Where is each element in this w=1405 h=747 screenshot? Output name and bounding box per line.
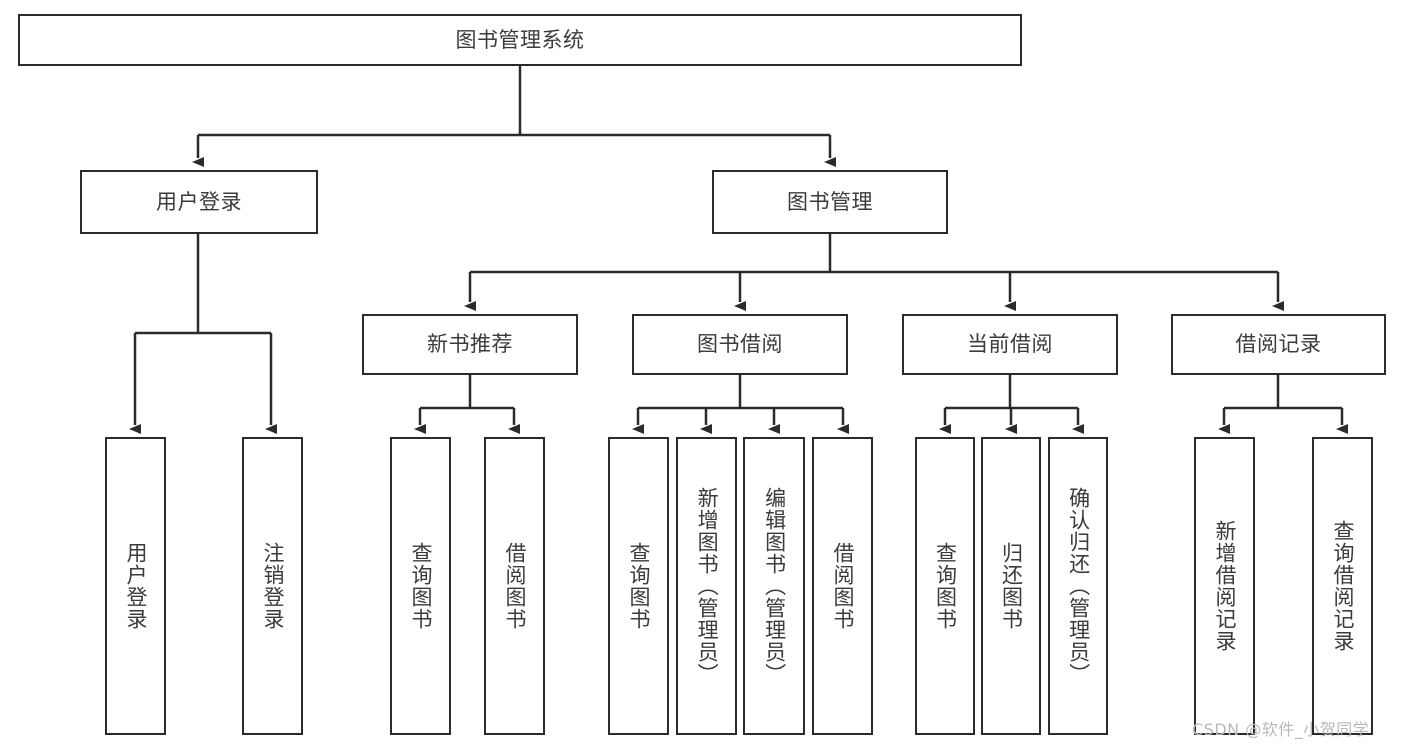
leaf-current-confirm-return-label: 确认归还（管理员） xyxy=(1066,487,1091,685)
leaf-record-query[interactable]: 查询借阅记录 xyxy=(1312,437,1373,735)
leaf-user-logout-label: 注销登录 xyxy=(260,542,285,630)
node-book-borrow[interactable]: 图书借阅 xyxy=(632,314,848,375)
leaf-current-confirm-return[interactable]: 确认归还（管理员） xyxy=(1048,437,1108,735)
leaf-borrow-edit-book-label: 编辑图书（管理员） xyxy=(762,487,787,685)
leaf-borrow-borrow-book[interactable]: 借阅图书 xyxy=(812,437,873,735)
leaf-record-add-label: 新增借阅记录 xyxy=(1212,520,1237,652)
leaf-user-login[interactable]: 用户登录 xyxy=(105,437,166,735)
leaf-borrow-edit-book[interactable]: 编辑图书（管理员） xyxy=(743,437,805,735)
leaf-borrow-add-book-label: 新增图书（管理员） xyxy=(695,487,720,685)
node-user-login[interactable]: 用户登录 xyxy=(80,170,318,234)
leaf-borrow-query-book-label: 查询图书 xyxy=(626,542,651,630)
node-book-management[interactable]: 图书管理 xyxy=(712,170,948,234)
leaf-recommend-borrow-book-label: 借阅图书 xyxy=(502,542,527,630)
node-current-borrow[interactable]: 当前借阅 xyxy=(902,314,1118,375)
leaf-recommend-borrow-book[interactable]: 借阅图书 xyxy=(484,437,545,735)
leaf-current-return-book[interactable]: 归还图书 xyxy=(981,437,1041,735)
node-root[interactable]: 图书管理系统 xyxy=(18,14,1022,66)
node-new-book-recommend[interactable]: 新书推荐 xyxy=(362,314,578,375)
leaf-recommend-query-book-label: 查询图书 xyxy=(408,542,433,630)
node-current-borrow-label: 当前借阅 xyxy=(967,332,1053,357)
node-book-borrow-label: 图书借阅 xyxy=(697,332,783,357)
node-book-management-label: 图书管理 xyxy=(787,189,873,214)
leaf-current-return-book-label: 归还图书 xyxy=(999,542,1024,630)
leaf-borrow-borrow-book-label: 借阅图书 xyxy=(830,542,855,630)
node-new-book-recommend-label: 新书推荐 xyxy=(427,332,513,357)
leaf-record-query-label: 查询借阅记录 xyxy=(1330,520,1355,652)
leaf-borrow-query-book[interactable]: 查询图书 xyxy=(608,437,669,735)
leaf-current-query-book-label: 查询图书 xyxy=(933,542,958,630)
leaf-recommend-query-book[interactable]: 查询图书 xyxy=(390,437,451,735)
leaf-current-query-book[interactable]: 查询图书 xyxy=(915,437,975,735)
node-user-login-label: 用户登录 xyxy=(156,189,242,214)
node-root-label: 图书管理系统 xyxy=(455,27,585,52)
node-borrow-record[interactable]: 借阅记录 xyxy=(1171,314,1386,375)
watermark: CSDN @软件_小贺同学 xyxy=(1192,720,1370,739)
leaf-user-logout[interactable]: 注销登录 xyxy=(242,437,303,735)
leaf-record-add[interactable]: 新增借阅记录 xyxy=(1194,437,1255,735)
node-borrow-record-label: 借阅记录 xyxy=(1235,332,1322,357)
leaf-borrow-add-book[interactable]: 新增图书（管理员） xyxy=(676,437,737,735)
leaf-user-login-label: 用户登录 xyxy=(123,542,148,630)
